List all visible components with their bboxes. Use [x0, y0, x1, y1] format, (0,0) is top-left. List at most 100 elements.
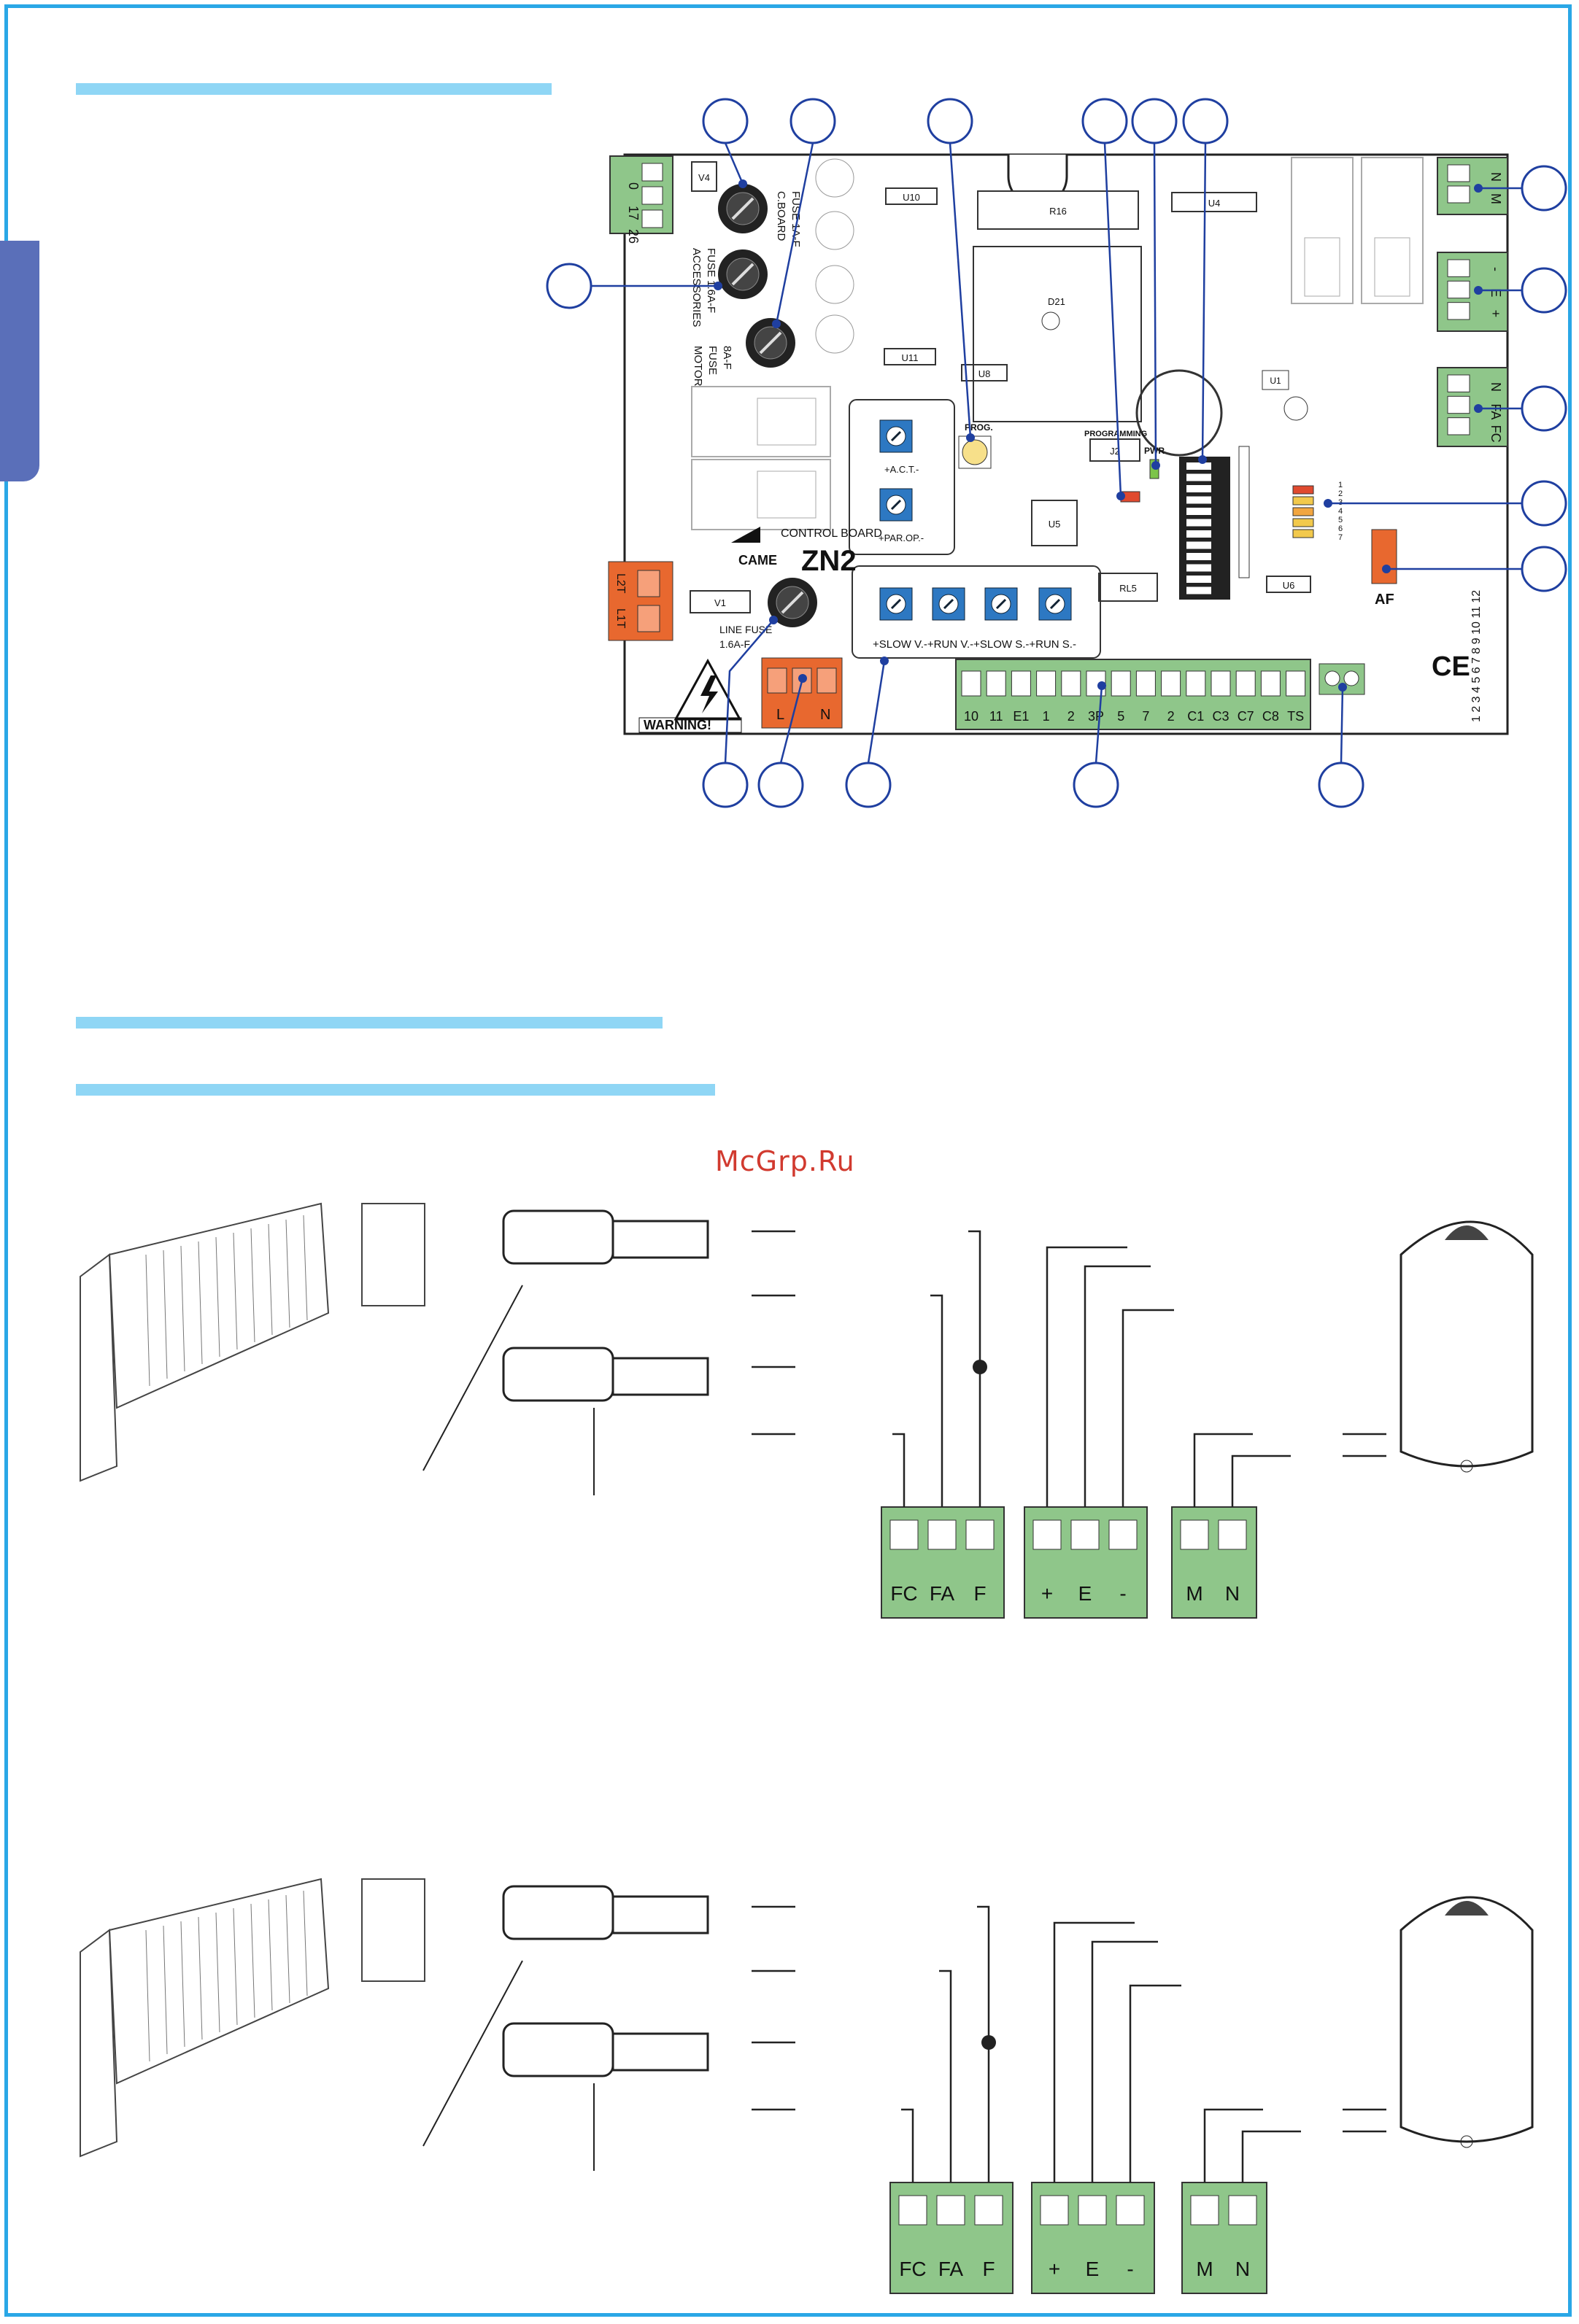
terminal-screw	[965, 1519, 995, 1550]
limit-switch-body-0	[611, 1895, 709, 1934]
callout-dot-8	[1474, 286, 1483, 295]
pillar	[80, 1253, 118, 1482]
relay-block	[973, 246, 1142, 422]
limit-terminal-label: FA	[1489, 403, 1503, 419]
component	[885, 187, 938, 205]
dip-numbers: 1 2 3 4 5 6 7 8 9 10 11 12	[1470, 590, 1483, 722]
callout-circle-1	[790, 98, 836, 144]
gate-bar	[250, 1903, 255, 2018]
main-terminal-label: 10	[964, 709, 978, 724]
d21-mark	[1041, 311, 1060, 330]
wire-motor-1	[1231, 1455, 1291, 1507]
flashing-light-base	[1460, 1460, 1473, 1473]
dip-key	[1186, 462, 1211, 470]
relay-coil	[757, 398, 816, 446]
callout-circle-14	[845, 762, 892, 808]
component-label: J2	[1110, 446, 1120, 457]
motor-terminal-label: M	[1489, 193, 1503, 204]
fuse-motor-slot	[759, 331, 782, 355]
terminal-label: FA	[930, 1582, 955, 1605]
callout-dot-13	[798, 674, 807, 683]
terminal-label: +	[1049, 2258, 1060, 2280]
prog-label: PROG.	[965, 422, 993, 433]
callout-circle-9	[1521, 385, 1567, 432]
main-terminal-label: TS	[1287, 709, 1304, 724]
terminal-screw	[1032, 1519, 1062, 1550]
power-terminal-label: 26	[626, 229, 641, 244]
arrow-line	[422, 1285, 523, 1471]
encoder-terminal-label: -	[1489, 267, 1503, 271]
gate-bar	[180, 1921, 185, 2048]
led-label: 1	[1338, 481, 1343, 489]
flashing-light-base	[1460, 2135, 1473, 2148]
fuse-cboard-label: C.BOARD	[775, 191, 787, 241]
main-terminal-label: 3P	[1088, 709, 1104, 724]
callouts	[546, 98, 1567, 808]
gate-bar	[163, 1250, 168, 1379]
wire-limit-1	[939, 1969, 952, 2182]
component-label: U8	[978, 368, 991, 379]
dip-key	[1186, 530, 1211, 538]
dip-key	[1186, 496, 1211, 504]
terminal-screw	[1186, 670, 1206, 697]
main-terminal-label: C1	[1187, 709, 1204, 724]
terminal-screw	[1260, 670, 1281, 697]
terminal-screw	[1011, 670, 1031, 697]
dip-key	[1186, 541, 1211, 549]
terminal-screw	[641, 186, 663, 205]
component-label: V1	[714, 597, 726, 608]
terminal-label: FC	[899, 2258, 926, 2280]
wire-encoder-0	[1046, 1246, 1127, 1507]
wire-limit-0	[892, 1433, 906, 1507]
callout-circle-11	[1521, 546, 1567, 592]
callout-dot-12	[769, 616, 778, 624]
trimmer-bottom-2-slot	[995, 598, 1007, 610]
dip-key	[1186, 519, 1211, 527]
fuse-motor-label: FUSE	[706, 346, 719, 375]
callout-dot-16	[1338, 683, 1347, 692]
led-label: 2	[1338, 489, 1343, 498]
relay-coil	[1304, 237, 1340, 297]
led	[1292, 507, 1314, 516]
callout-dot-0	[738, 179, 747, 188]
callout-line-14	[867, 660, 886, 764]
power-terminal-label: 0	[626, 182, 641, 190]
main-terminal-label: 11	[989, 709, 1003, 724]
terminal-screw	[1447, 302, 1470, 320]
gate-bar	[285, 1219, 290, 1328]
dip-key	[1186, 485, 1211, 492]
wire-encoder-1	[1084, 1265, 1151, 1507]
dip-key	[1186, 508, 1211, 515]
model-label: ZN2	[801, 545, 857, 577]
resistor-array	[1238, 446, 1250, 578]
callout-dot-3	[1116, 492, 1125, 500]
gate-bar	[145, 1254, 150, 1387]
terminal-screw	[1447, 395, 1470, 414]
terminal-screw	[1447, 280, 1470, 299]
relay-outline	[1291, 157, 1354, 304]
watermark: McGrp.Ru	[715, 1145, 855, 1177]
callout-circle-5	[1182, 98, 1229, 144]
side-tab	[0, 241, 39, 481]
main-terminal-label: C8	[1262, 709, 1279, 724]
component	[1089, 438, 1140, 462]
arrow-line	[422, 1960, 523, 2147]
terminal-label: N	[1225, 1582, 1240, 1605]
callout-circle-4	[1131, 98, 1178, 144]
main-terminal-label: E1	[1013, 709, 1029, 724]
capacitor-c25	[1283, 396, 1308, 421]
ts-screw	[1343, 670, 1359, 686]
trimmer-bottom-frame	[852, 565, 1101, 659]
relay-coil	[1374, 237, 1410, 297]
callout-line-4	[1153, 142, 1157, 466]
terminal-label: E	[1086, 2258, 1100, 2280]
pillar	[80, 1929, 118, 2158]
trimmer-bottom-label: +SLOW V.-+RUN V.-+SLOW S.-+RUN S.-	[873, 638, 1076, 651]
line-terminal-label: L1T	[614, 608, 627, 629]
callout-dot-14	[880, 656, 889, 665]
relay-coil	[757, 470, 816, 519]
capacitor-small	[815, 211, 854, 250]
trimmer-bottom-0-slot	[890, 598, 902, 610]
